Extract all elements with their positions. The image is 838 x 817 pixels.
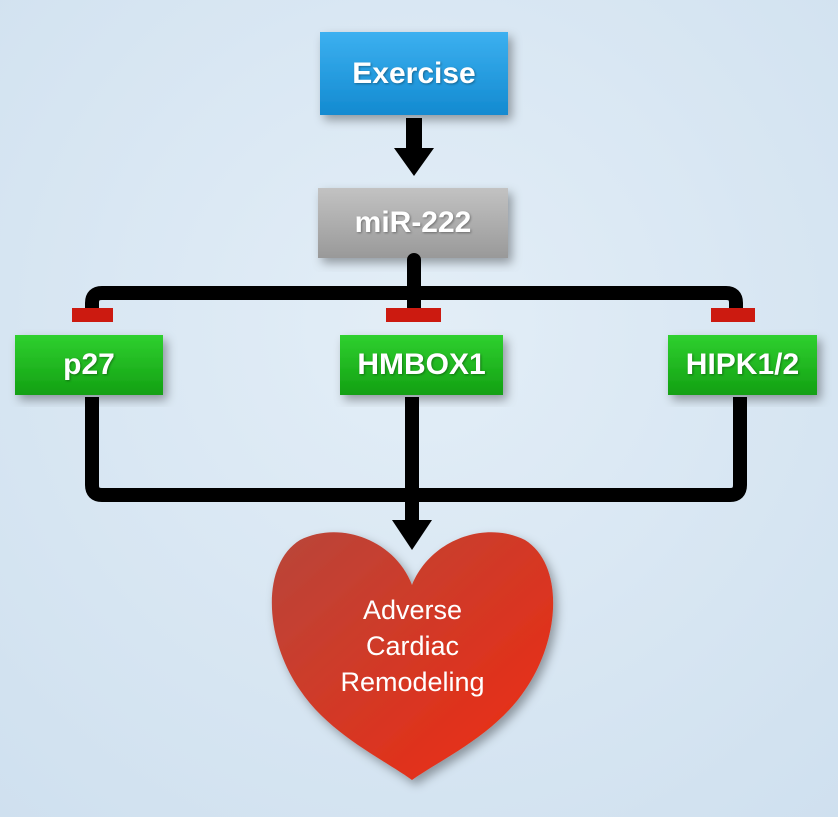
mir222-label: miR-222 [354, 206, 472, 239]
heart-shape [271, 532, 554, 780]
outcome-line-2: Cardiac [365, 631, 460, 661]
inhibit-bar-hipk [711, 308, 755, 322]
p27-box [15, 335, 163, 395]
inhibit-bar-hmbox1 [386, 308, 441, 322]
exercise-box [320, 32, 508, 115]
hmbox1-box [340, 335, 503, 395]
hipk-label: HIPK1/2 [685, 348, 800, 381]
hmbox1-label: HMBOX1 [357, 348, 486, 381]
outcome-line-3: Remodeling [340, 667, 485, 697]
exercise-label: Exercise [352, 56, 476, 90]
convergence-connectors [85, 397, 747, 525]
inhibit-bar-p27 [72, 308, 113, 322]
activation-arrow [394, 118, 434, 176]
outcome-label: Adverse Cardiac Remodeling [300, 592, 525, 700]
mir222-box [318, 188, 508, 258]
outcome-arrow-head [392, 520, 432, 550]
outcome-line-1: Adverse [362, 595, 463, 625]
inhibition-connectors [85, 253, 743, 319]
p27-label: p27 [63, 348, 115, 381]
hipk-box [668, 335, 817, 395]
